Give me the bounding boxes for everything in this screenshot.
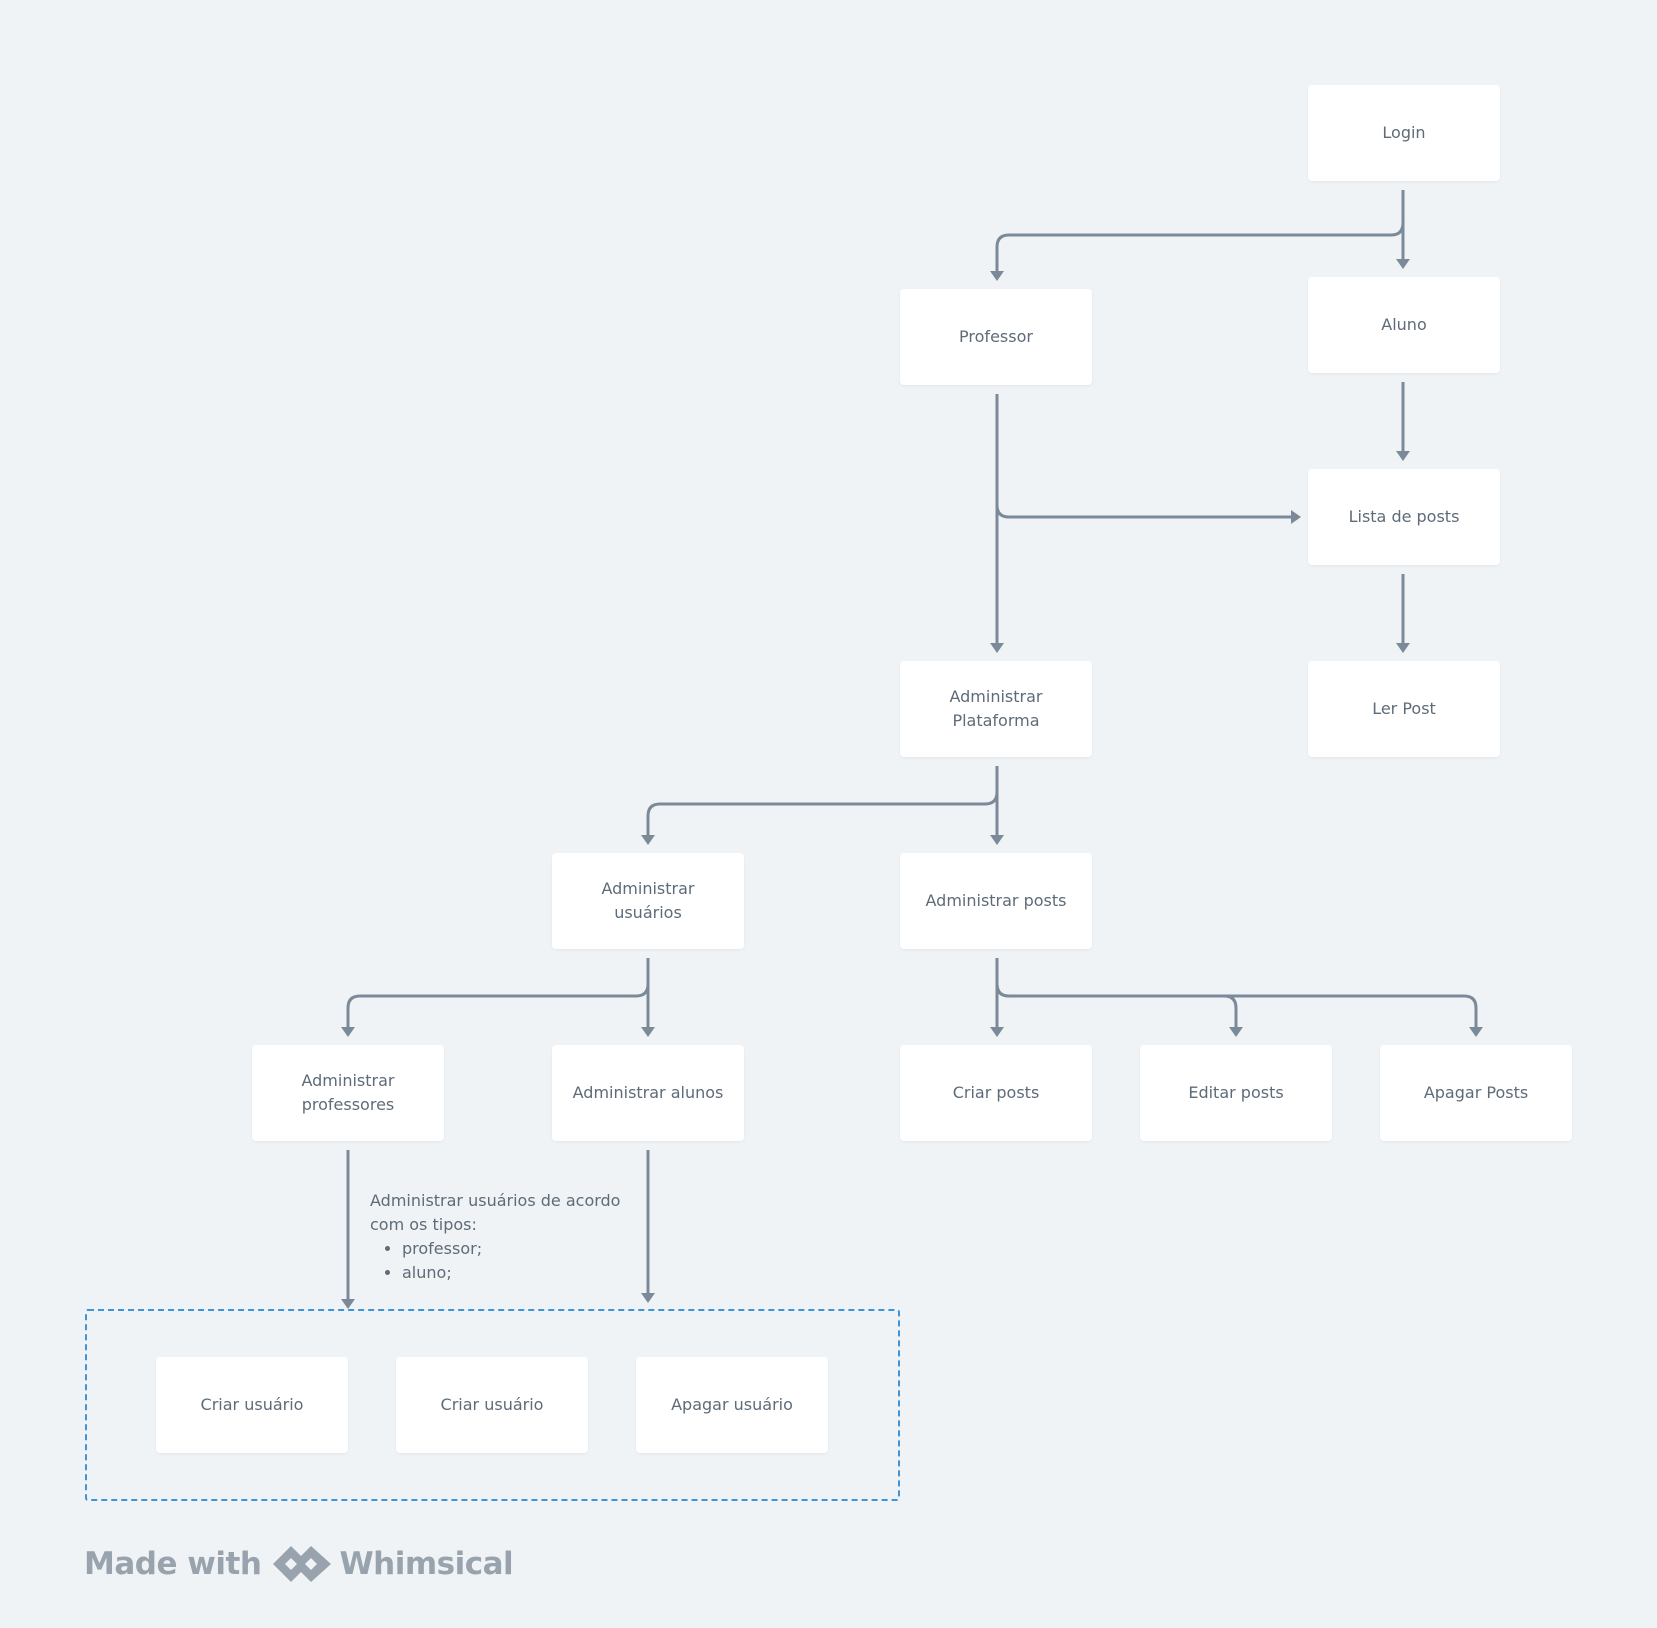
node-lista-de-posts[interactable]: Lista de posts xyxy=(1308,469,1500,565)
edge-login-professor[interactable] xyxy=(995,190,1405,272)
node-aluno[interactable]: Aluno xyxy=(1308,277,1500,373)
arrowhead-icon xyxy=(1396,451,1410,461)
arrowhead-icon xyxy=(641,1027,655,1037)
node-administrar-posts[interactable]: Administrar posts xyxy=(900,853,1092,949)
node-ler-post[interactable]: Ler Post xyxy=(1308,661,1500,757)
node-login[interactable]: Login xyxy=(1308,85,1500,181)
arrowhead-icon xyxy=(990,1027,1004,1037)
note-list-item: aluno; xyxy=(402,1261,650,1285)
node-administrar-professores[interactable]: Administrar professores xyxy=(252,1045,444,1141)
arrowhead-icon xyxy=(641,835,655,845)
arrowhead-icon xyxy=(341,1027,355,1037)
edge-usuarios-prof[interactable] xyxy=(346,958,650,1028)
node-criar-usuario[interactable]: Criar usuário xyxy=(156,1357,348,1453)
node-administrar-plataforma[interactable]: Administrar Plataforma xyxy=(900,661,1092,757)
arrowhead-icon xyxy=(641,1293,655,1303)
edge-professor-lista[interactable] xyxy=(995,394,1292,519)
node-administrar-alunos[interactable]: Administrar alunos xyxy=(552,1045,744,1141)
arrowhead-icon xyxy=(1396,643,1410,653)
arrowhead-icon xyxy=(341,1299,355,1309)
user-actions-group xyxy=(85,1309,900,1501)
node-apagar-posts[interactable]: Apagar Posts xyxy=(1380,1045,1572,1141)
node-professor[interactable]: Professor xyxy=(900,289,1092,385)
node-criar-posts[interactable]: Criar posts xyxy=(900,1045,1092,1141)
made-with-label: Made with xyxy=(84,1546,262,1582)
made-with-whimsical-badge[interactable]: Made with Whimsical xyxy=(84,1542,514,1586)
node-criar-usuario[interactable]: Criar usuário xyxy=(396,1357,588,1453)
arrowhead-icon xyxy=(1291,510,1301,524)
arrowhead-icon xyxy=(1396,259,1410,269)
note-list: professor; aluno; xyxy=(370,1237,650,1285)
arrowhead-icon xyxy=(1229,1027,1243,1037)
node-editar-posts[interactable]: Editar posts xyxy=(1140,1045,1332,1141)
node-administrar-usuarios[interactable]: Administrar usuários xyxy=(552,853,744,949)
whimsical-logo-icon xyxy=(273,1546,332,1582)
arrowhead-icon xyxy=(990,271,1004,281)
note-list-item: professor; xyxy=(402,1237,650,1261)
arrowhead-icon xyxy=(990,835,1004,845)
note-intro: Administrar usuários de acordo com os ti… xyxy=(370,1191,621,1234)
arrowhead-icon xyxy=(1469,1027,1483,1037)
node-apagar-usuario[interactable]: Apagar usuário xyxy=(636,1357,828,1453)
edge-admin-usuarios[interactable] xyxy=(646,766,999,836)
edge-posts-apagar[interactable] xyxy=(995,958,1478,1028)
edge-posts-editar[interactable] xyxy=(995,958,1238,1028)
arrowhead-icon xyxy=(990,643,1004,653)
whimsical-brand-label: Whimsical xyxy=(339,1546,514,1582)
note-text: Administrar usuários de acordo com os ti… xyxy=(370,1189,650,1285)
